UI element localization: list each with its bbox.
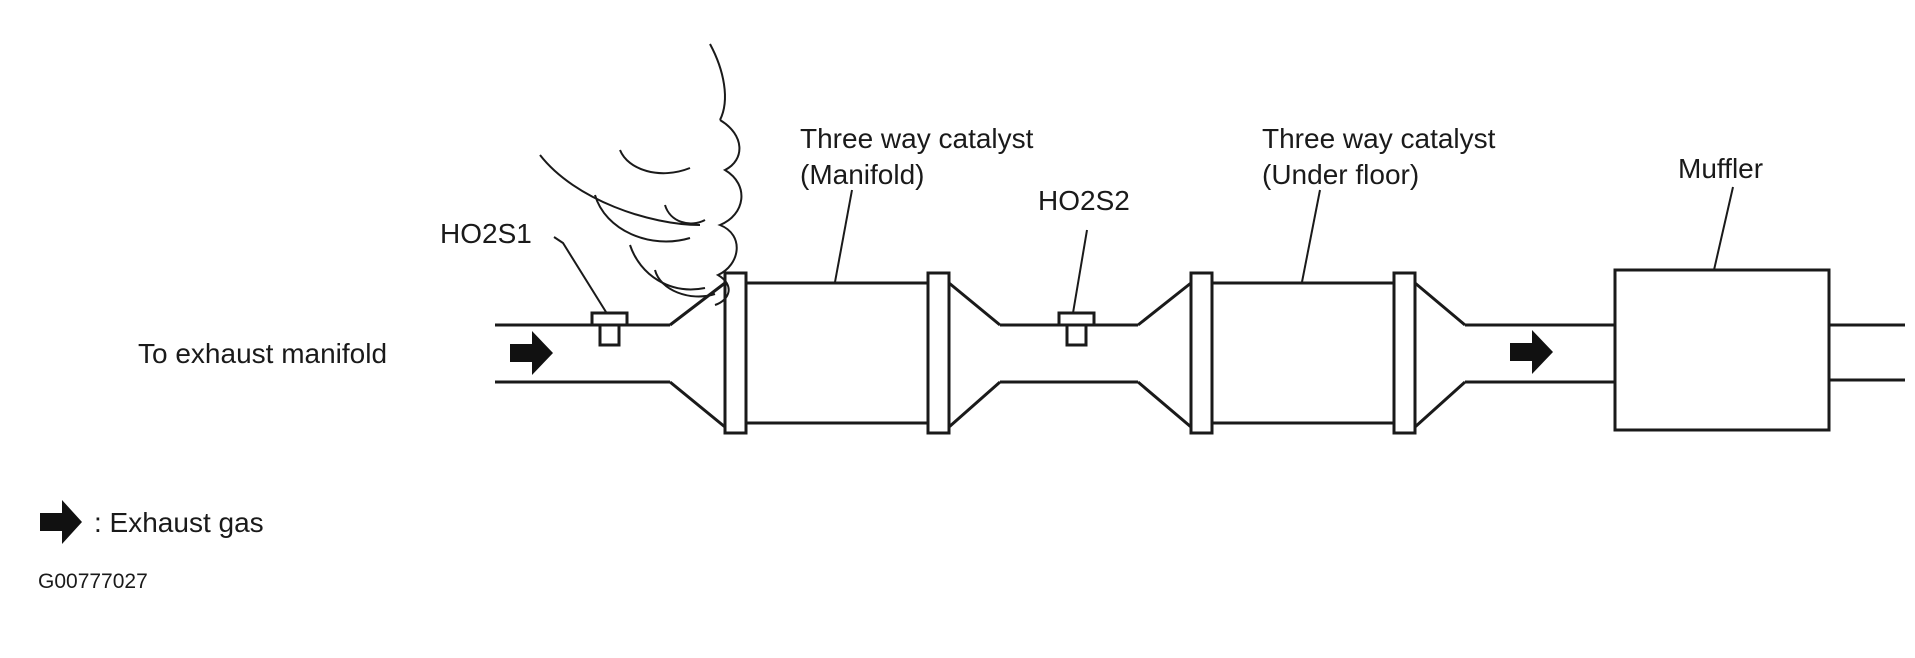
flow-arrow-icon (1510, 330, 1553, 374)
catalyst-underfloor (1137, 271, 1467, 435)
catalyst-manifold-inlet-flange (723, 271, 748, 435)
catalyst-manifold-label-line2: (Manifold) (800, 159, 924, 190)
catalyst-underfloor-outlet-flange (1392, 271, 1417, 435)
rear-pipe (1465, 323, 1615, 384)
ho2s1-sensor (590, 311, 629, 347)
catalyst-manifold (669, 271, 1001, 435)
ho2s1-leader-line (553, 236, 607, 313)
catalyst-manifold-leader-line (834, 189, 853, 283)
inlet-pipe (495, 323, 670, 384)
ho2s2-leader-line (1072, 229, 1088, 314)
muffler-box (1613, 268, 1831, 432)
catalyst-underfloor-leader-line (1301, 189, 1321, 283)
ho2s2-label: HO2S2 (1038, 185, 1130, 216)
ho2s2-sensor (1057, 311, 1096, 347)
figure-code: G00777027 (38, 570, 148, 593)
muffler-label: Muffler (1678, 153, 1763, 184)
flow-arrow-icon (40, 500, 82, 544)
muffler-leader-line (1713, 186, 1734, 271)
flow-arrow-icon (510, 331, 553, 375)
tailpipe (1829, 323, 1905, 382)
ho2s1-label: HO2S1 (440, 218, 532, 249)
legend-text: : Exhaust gas (94, 507, 264, 538)
heat-cloud-icon (539, 43, 743, 306)
legend: : Exhaust gas (40, 500, 264, 544)
catalyst-underfloor-label-line2: (Under floor) (1262, 159, 1419, 190)
catalyst-manifold-label-line1: Three way catalyst (800, 123, 1034, 154)
catalyst-manifold-outlet-flange (926, 271, 951, 435)
catalyst-underfloor-label-line1: Three way catalyst (1262, 123, 1496, 154)
catalyst-underfloor-inlet-flange (1189, 271, 1214, 435)
intake-label: To exhaust manifold (138, 338, 387, 369)
